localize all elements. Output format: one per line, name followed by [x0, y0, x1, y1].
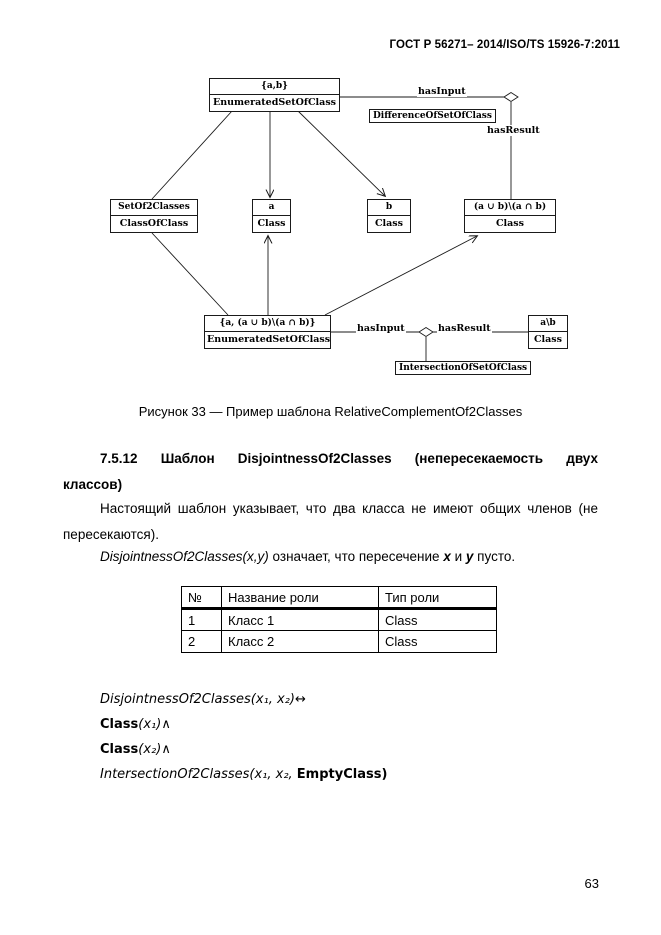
definition-text: означает, что пересечение [268, 549, 444, 564]
col-header-role-type: Тип роли [378, 586, 497, 610]
has-input-label-top: hasInput [417, 86, 467, 97]
section-heading: 7.5.12 Шаблон DisjointnessOf2Classes (не… [63, 446, 598, 498]
formula-line-4: IntersectionOf2Classes(x₁, x₂, EmptyClas… [100, 762, 387, 787]
figure-caption: Рисунок 33 — Пример шаблона RelativeComp… [138, 404, 523, 419]
connector-top-to-b [297, 110, 385, 196]
connector-top-to-setof2 [151, 110, 233, 200]
cell-number: 2 [181, 630, 222, 653]
node-enumerated-set-top: {a,b} EnumeratedSetOfClass [209, 78, 340, 112]
formula-text: IntersectionOf2Classes(x₁, x₂, [100, 767, 297, 782]
node-set-of-2-classes: SetOf2Classes ClassOfClass [110, 199, 198, 233]
table-row: 2 Класс 2 Class [181, 630, 497, 653]
node-classifier: Class [257, 218, 286, 229]
formula-args: (x₁) [138, 717, 162, 732]
aggregation-diamond-top [503, 91, 519, 103]
table-row: 1 Класс 1 Class [181, 608, 497, 631]
node-classifier: EnumeratedSetOfClass [212, 97, 337, 108]
body-paragraph-line-1: Настоящий шаблон указывает, что два клас… [100, 501, 598, 516]
connector-setof2-to-bottom [151, 232, 229, 316]
node-title: (a ∪ b)\(a ∩ b) [465, 200, 555, 216]
roles-table: № Название роли Тип роли 1 Класс 1 Class… [181, 586, 497, 653]
col-header-number: № [181, 586, 222, 610]
node-classifier: ClassOfClass [119, 218, 189, 229]
has-result-label-bottom: hasResult [437, 323, 492, 334]
node-title: b [368, 200, 410, 216]
difference-of-set-of-class-box: DifferenceOfSetOfClass [369, 109, 496, 123]
node-result-class: a\b Class [528, 315, 568, 349]
node-symmetric-difference: (a ∪ b)\(a ∩ b) Class [464, 199, 556, 233]
definition-var-x: x [443, 549, 451, 564]
node-class-a: a Class [252, 199, 291, 233]
node-title: SetOf2Classes [111, 200, 197, 216]
table-header-row: № Название роли Тип роли [181, 586, 497, 610]
definition-var-y: y [465, 549, 474, 564]
node-title: {a,b} [210, 79, 339, 95]
formula-operator: ∧ [161, 717, 171, 732]
node-class-b: b Class [367, 199, 411, 233]
node-classifier: Class [533, 334, 563, 345]
section-heading-line-1: 7.5.12 Шаблон DisjointnessOf2Classes (не… [100, 451, 598, 466]
formula-args: (x₂) [138, 742, 162, 757]
node-title: a [253, 200, 290, 216]
document-header: ГОСТ Р 56271– 2014/ISO/TS 15926-7:2011 [389, 39, 620, 51]
connector-bottom-to-symdiff [324, 236, 477, 316]
page-number: 63 [584, 876, 599, 891]
formula-operator: ∧ [161, 742, 171, 757]
cell-role-name: Класс 2 [221, 630, 379, 653]
node-classifier: EnumeratedSetOfClass [207, 334, 331, 345]
body-paragraph-line-2: пересекаются). [63, 527, 159, 542]
aggregation-diamond-bottom [418, 326, 434, 338]
definition-tail: пусто. [473, 549, 516, 564]
node-classifier: Class [374, 218, 404, 229]
col-header-role-name: Название роли [221, 586, 379, 610]
cell-role-type: Class [378, 608, 497, 631]
has-input-label-bottom: hasInput [356, 323, 406, 334]
definition-sentence: DisjointnessOf2Classes(x,y) означает, чт… [63, 547, 598, 567]
formula-class-keyword: Class [100, 742, 139, 757]
cell-role-type: Class [378, 630, 497, 653]
body-paragraph: Настоящий шаблон указывает, что два клас… [63, 496, 598, 548]
formula-class-keyword: Class [100, 717, 139, 732]
definition-term: DisjointnessOf2Classes(x,y) [100, 549, 269, 564]
formula-text: DisjointnessOf2Classes(x₁, x₂)↔ [100, 692, 306, 707]
formula-block: DisjointnessOf2Classes(x₁, x₂)↔ Class(x₁… [100, 687, 387, 787]
formula-line-3: Class(x₂)∧ [100, 737, 387, 762]
definition-conjunction: и [450, 549, 466, 564]
has-result-label-top: hasResult [486, 125, 541, 136]
node-enumerated-set-bottom: {a, (a ∪ b)\(a ∩ b)} EnumeratedSetOfClas… [204, 315, 331, 349]
cell-number: 1 [181, 608, 222, 631]
node-title: a\b [529, 316, 567, 332]
node-title: {a, (a ∪ b)\(a ∩ b)} [205, 316, 330, 332]
formula-line-1: DisjointnessOf2Classes(x₁, x₂)↔ [100, 687, 387, 712]
intersection-of-set-of-class-box: IntersectionOfSetOfClass [395, 361, 532, 375]
cell-role-name: Класс 1 [221, 608, 379, 631]
figure-diagram: {a,b} EnumeratedSetOfClass hasInput Diff… [0, 0, 661, 400]
formula-emptyclass-keyword: EmptyClass) [296, 767, 388, 782]
node-classifier: Class [495, 218, 525, 229]
section-heading-line-2: классов) [63, 477, 123, 492]
formula-line-2: Class(x₁)∧ [100, 712, 387, 737]
